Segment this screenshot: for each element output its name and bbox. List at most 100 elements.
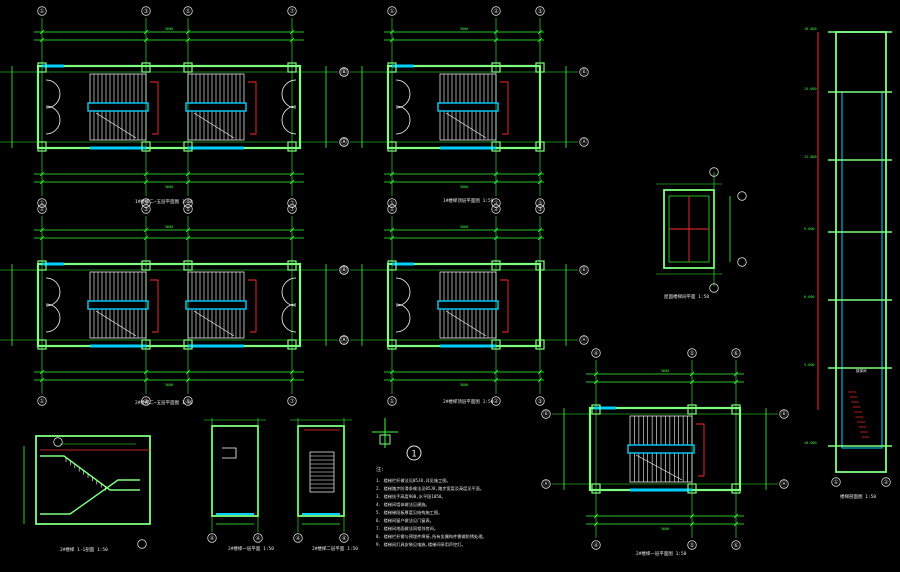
note-item: 4. 楼梯间墙体做法见建施。 [376, 501, 430, 508]
dimension-tick [537, 37, 543, 43]
structural-column [141, 141, 151, 152]
axis-bubble [779, 479, 789, 489]
structural-column [141, 260, 151, 271]
structural-column [491, 339, 501, 350]
dimension-tick [185, 227, 191, 233]
dimension-tick [39, 227, 45, 233]
axis-bubble [183, 198, 193, 208]
axis-bubble [579, 67, 589, 77]
structural-column [287, 260, 297, 271]
notes-block: 注: 1. 楼梯栏杆做法见05J8,详见施工图。 2. 楼梯踏步防滑条做法见05… [376, 466, 487, 548]
dimension-text: 3600 [661, 527, 669, 531]
axis-bubble [37, 198, 47, 208]
axis-bubble-label: ⑥ [733, 350, 738, 357]
axis-bubble-label: ① [389, 206, 394, 213]
caption-plan-2: 2#楼梯二~五层平面图 1:50 [135, 399, 193, 406]
axis-bubble-label: Ⓑ [341, 266, 347, 274]
axis-bubble [183, 204, 193, 214]
caption-detail-a: 2#楼梯一层平面 1:50 [228, 545, 274, 552]
section-flight [40, 479, 140, 515]
caption-elevation: 楼梯剖面图 1:50 [840, 493, 876, 500]
dimension-text: 3600 [460, 185, 468, 189]
stair-floor-plan: 36003600①①③③⑤⑤⑦⑦ⒷⒶⒷⒶ [0, 204, 349, 406]
axis-bubble-label: Ⓑ [581, 266, 587, 274]
structural-column [183, 339, 193, 350]
dimension-tick [39, 29, 45, 35]
axis-bubble-label: Ⓐ [341, 138, 347, 146]
axis-bubble-label: ③ [537, 398, 542, 405]
structural-column [491, 141, 501, 152]
axis-bubble-label: Ⓐ [543, 480, 549, 488]
axis-bubble [687, 348, 697, 358]
axis-bubble [881, 477, 891, 487]
dimension-text: 3600 [460, 383, 468, 387]
axis-bubble [339, 533, 349, 543]
red-annotation-line [500, 81, 509, 135]
red-annotation-line [248, 81, 257, 135]
detail-marker-bubble [406, 445, 422, 461]
dimension-tick [537, 29, 543, 35]
elevation-level: 9.600 [804, 227, 815, 231]
dimension-tick [689, 521, 695, 527]
dimension-tick [389, 377, 395, 383]
note-item: 2. 楼梯踏步防滑条做法见05J8,踏步宽度及高度见平面。 [376, 485, 484, 492]
dimension-tick [185, 179, 191, 185]
structural-column [37, 62, 47, 73]
landing-handrail [437, 102, 499, 112]
structural-column [37, 339, 47, 350]
dimension-tick [289, 235, 295, 241]
axis-bubble [535, 396, 545, 406]
axis-bubble-label: Ⓐ [781, 480, 787, 488]
dimension-tick [689, 371, 695, 377]
axis-bubble [141, 396, 151, 406]
axis-bubble [287, 198, 297, 208]
axis-bubble-label: ① [39, 398, 44, 405]
axis-bubble [339, 137, 349, 147]
axis-bubble-label: ② [493, 200, 499, 207]
axis-bubble-label: ① [389, 8, 394, 15]
axis-bubble [387, 198, 397, 208]
axis-bubble [731, 540, 741, 550]
axis-bubble-label: ④ [209, 535, 214, 542]
dimension-tick [185, 235, 191, 241]
dimension-tick [493, 37, 499, 43]
dimension-tick [143, 37, 149, 43]
dimension-tick [39, 235, 45, 241]
axis-bubble-label: ⑦ [289, 398, 295, 405]
axis-bubble [737, 191, 747, 201]
axis-bubble-label: Ⓑ [341, 68, 347, 76]
axis-bubble [183, 6, 193, 16]
dimension-tick [733, 521, 739, 527]
axis-bubble [541, 409, 551, 419]
dimension-tick [143, 179, 149, 185]
axis-bubble-label: ③ [143, 8, 148, 15]
structural-column [287, 62, 297, 73]
axis-bubble [541, 479, 551, 489]
dimension-tick [493, 179, 499, 185]
caption-plan-1: 1#楼梯二~五层平面图 1:50 [135, 198, 193, 205]
axis-bubble-label: ⑦ [289, 8, 295, 15]
structural-column [387, 339, 397, 350]
caption-stair-section: 2#楼梯 1-1剖面 1:50 [60, 546, 108, 553]
axis-bubble [137, 539, 147, 549]
structural-column [731, 483, 741, 494]
dimension-tick [185, 377, 191, 383]
structural-column [141, 62, 151, 73]
axis-bubble [491, 204, 501, 214]
axis-bubble [183, 396, 193, 406]
dimension-tick [537, 227, 543, 233]
axis-bubble-label: Ⓐ [341, 336, 347, 344]
walk-line [445, 112, 487, 139]
axis-bubble [339, 67, 349, 77]
dimension-tick [593, 521, 599, 527]
axis-bubble-label: Ⓑ [543, 410, 549, 418]
axis-bubble-label: Ⓑ [581, 68, 587, 76]
dimension-text: 3600 [165, 185, 173, 189]
axis-bubble-label: ⑤ [185, 206, 190, 213]
dimension-text: 3600 [460, 225, 468, 229]
axis-bubble-label: ④ [295, 535, 300, 542]
dimension-tick [493, 377, 499, 383]
axis-bubble-label: Ⓐ [581, 138, 587, 146]
axis-bubble [387, 396, 397, 406]
